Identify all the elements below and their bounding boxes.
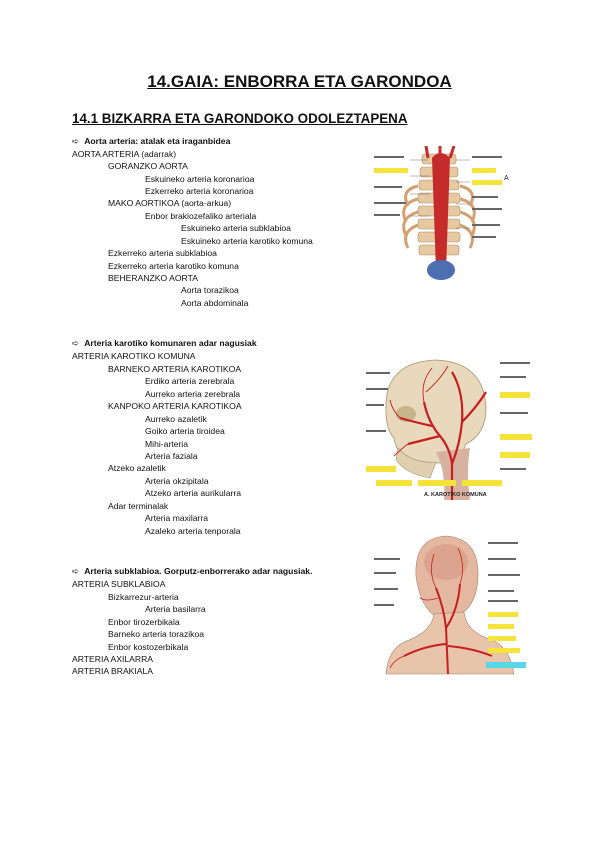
list-item: Aurreko arteria zerebrala: [145, 389, 241, 399]
list-item: Arteria faziala: [145, 451, 198, 461]
subclavian-figure: [374, 528, 530, 678]
list-item: ARTERIA AXILARRA: [72, 654, 154, 664]
carotid-figure: A. KAROTIKO KOMUNA: [366, 352, 536, 500]
list-item: Barneko arteria torazikoa: [108, 629, 205, 639]
list-item: Bizkarrezur-arteria: [108, 592, 179, 602]
list-item: Eskuineko arteria karotiko komuna: [181, 236, 313, 246]
section-title: 14.1 BIZKARRA ETA GARONDOKO ODOLEZTAPENA: [72, 111, 408, 126]
list-item: KANPOKO ARTERIA KAROTIKOA: [108, 401, 242, 411]
list-item: Ezkerreko arteria karotiko komuna: [108, 261, 239, 271]
list-item: Eskuineko arteria subklabioa: [181, 223, 291, 233]
list-item: Ezkerreko arteria koronarioa: [145, 186, 254, 196]
list-item: Atzeko azaletik: [108, 463, 166, 473]
list-item: Enbor kostozerbikala: [108, 642, 189, 652]
arrow-icon: ➪: [72, 136, 80, 146]
list-item: Arteria okzipitala: [145, 476, 209, 486]
list-item: Enbor brakiozefaliko arteriala: [145, 211, 257, 221]
block1-heading: ➪Aorta arteria: atalak eta iraganbidea: [72, 136, 231, 146]
list-item: Enbor tirozerbikala: [108, 617, 180, 627]
list-item: Aorta torazikoa: [181, 285, 239, 295]
list-item: AORTA ARTERIA (adarrak): [72, 149, 177, 159]
list-item: MAKO AORTIKOA (aorta-arkua): [108, 198, 232, 208]
list-item: GORANZKO AORTA: [108, 161, 188, 171]
arrow-icon: ➪: [72, 566, 80, 576]
list-item: Adar terminalak: [108, 501, 169, 511]
list-item: ARTERIA KAROTIKO KOMUNA: [72, 351, 196, 361]
page-title: 14.GAIA: ENBORRA ETA GARONDOA: [147, 72, 452, 91]
block3-heading: ➪Arteria subklabioa. Gorputz-enborrerako…: [72, 566, 313, 576]
list-item: Aorta abdominala: [181, 298, 249, 308]
list-item: Atzeko arteria aurikularra: [145, 488, 242, 498]
list-item: Arteria maxilarra: [145, 513, 209, 523]
list-item: Azaleko arteria tenporala: [145, 526, 241, 536]
list-item: Mihi-arteria: [145, 439, 188, 449]
list-item: BEHERANZKO AORTA: [108, 273, 198, 283]
figure-label-a: A: [504, 175, 509, 182]
list-item: Arteria basilarra: [145, 604, 206, 614]
list-item: Aurreko azaletik: [145, 414, 207, 424]
list-item: BARNEKO ARTERIA KAROTIKOA: [108, 364, 242, 374]
list-item: Goiko arteria tiroidea: [145, 426, 225, 436]
list-item: Ezkerreko arteria subklabioa: [108, 248, 217, 258]
list-item: Erdiko arteria zerebrala: [145, 376, 235, 386]
figure-caption: A. KAROTIKO KOMUNA: [424, 492, 487, 498]
aorta-figure: A: [370, 146, 520, 286]
list-item: Eskuineko arteria koronarioa: [145, 174, 255, 184]
list-item: ARTERIA SUBKLABIOA: [72, 579, 166, 589]
block2-heading: ➪Arteria karotiko komunaren adar nagusia…: [72, 338, 257, 348]
list-item: ARTERIA BRAKIALA: [72, 666, 154, 676]
arrow-icon: ➪: [72, 338, 80, 348]
